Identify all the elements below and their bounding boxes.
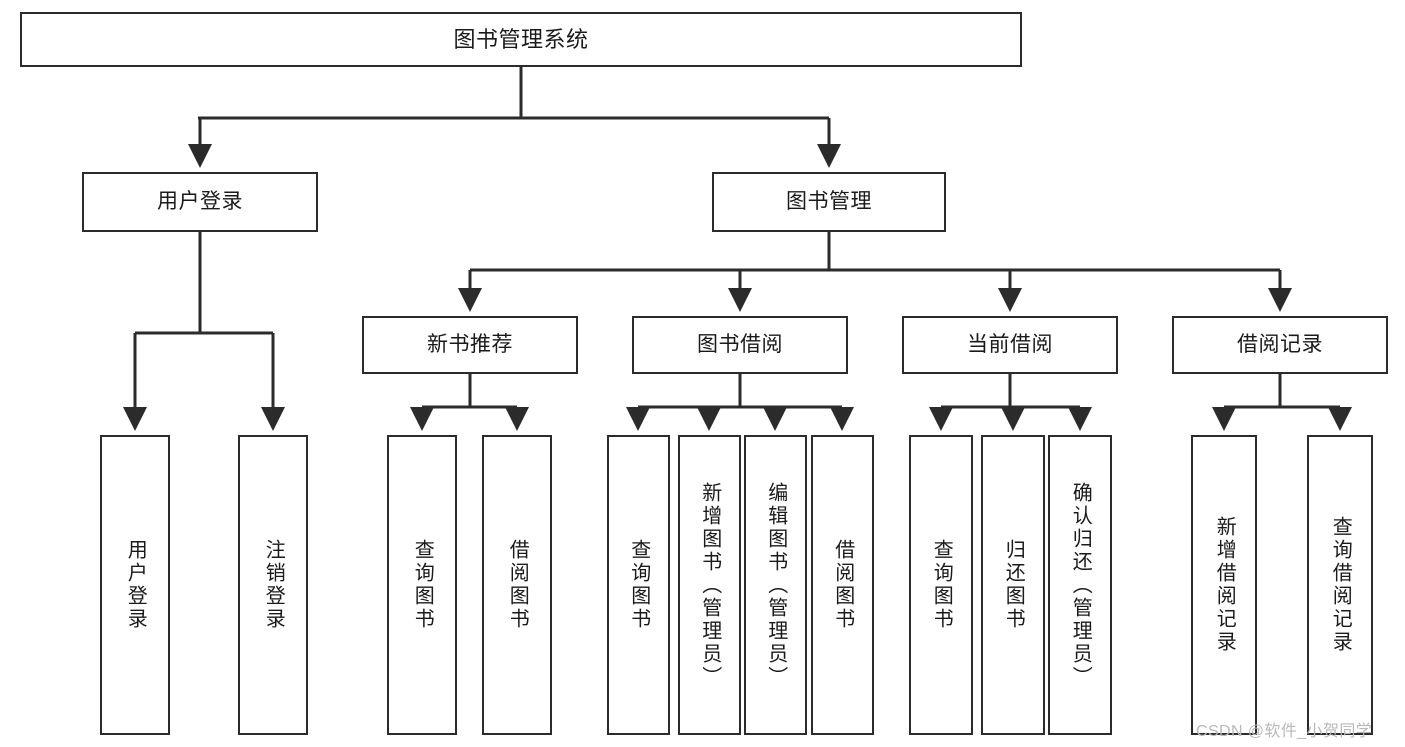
node-leaf-user-login-label: 用户登录 <box>124 539 147 631</box>
node-leaf-user-login[interactable]: 用户登录 <box>100 435 170 735</box>
node-leaf-query-book-2-label: 查询图书 <box>627 539 650 631</box>
node-leaf-edit-book[interactable]: 编辑图书（管理员） <box>744 435 807 735</box>
node-leaf-query-book-1[interactable]: 查询图书 <box>387 435 457 735</box>
node-leaf-return-book-label: 归还图书 <box>1002 539 1025 631</box>
node-leaf-add-book[interactable]: 新增图书（管理员） <box>678 435 741 735</box>
node-leaf-add-book-label: 新增图书（管理员） <box>698 481 721 689</box>
node-leaf-confirm-return-label: 确认归还（管理员） <box>1069 481 1092 689</box>
node-new-book-rec-label: 新书推荐 <box>427 332 513 356</box>
node-leaf-query-book-3[interactable]: 查询图书 <box>909 435 973 735</box>
node-leaf-query-book-3-label: 查询图书 <box>930 539 953 631</box>
node-leaf-query-book-2[interactable]: 查询图书 <box>607 435 670 735</box>
node-leaf-borrow-book-1-label: 借阅图书 <box>506 539 529 631</box>
node-leaf-return-book[interactable]: 归还图书 <box>981 435 1045 735</box>
node-loan-record[interactable]: 借阅记录 <box>1172 316 1388 374</box>
node-book-borrow[interactable]: 图书借阅 <box>632 316 848 374</box>
node-leaf-user-logout-label: 注销登录 <box>262 539 285 631</box>
csdn-watermark: CSDN @软件_小贺同学 <box>1196 723 1373 740</box>
node-leaf-edit-book-label: 编辑图书（管理员） <box>764 481 787 689</box>
node-root-label: 图书管理系统 <box>453 26 589 52</box>
node-leaf-borrow-book-2-label: 借阅图书 <box>831 539 854 631</box>
node-book-manage[interactable]: 图书管理 <box>712 172 946 232</box>
node-leaf-query-book-1-label: 查询图书 <box>411 539 434 631</box>
node-leaf-borrow-book-1[interactable]: 借阅图书 <box>482 435 552 735</box>
node-leaf-add-loan-record-label: 新增借阅记录 <box>1213 516 1236 654</box>
node-book-manage-label: 图书管理 <box>786 189 872 213</box>
node-book-borrow-label: 图书借阅 <box>697 332 783 356</box>
node-leaf-borrow-book-2[interactable]: 借阅图书 <box>811 435 874 735</box>
node-new-book-rec[interactable]: 新书推荐 <box>362 316 578 374</box>
node-current-loan-label: 当前借阅 <box>967 332 1053 356</box>
node-loan-record-label: 借阅记录 <box>1237 332 1323 356</box>
node-user-login-label: 用户登录 <box>157 189 243 213</box>
node-leaf-query-loan-record[interactable]: 查询借阅记录 <box>1307 435 1373 735</box>
node-leaf-add-loan-record[interactable]: 新增借阅记录 <box>1191 435 1257 735</box>
node-user-login[interactable]: 用户登录 <box>82 172 318 232</box>
node-leaf-confirm-return[interactable]: 确认归还（管理员） <box>1048 435 1112 735</box>
node-current-loan[interactable]: 当前借阅 <box>902 316 1118 374</box>
node-leaf-query-loan-record-label: 查询借阅记录 <box>1329 516 1352 654</box>
node-leaf-user-logout[interactable]: 注销登录 <box>238 435 308 735</box>
node-root[interactable]: 图书管理系统 <box>20 12 1022 67</box>
